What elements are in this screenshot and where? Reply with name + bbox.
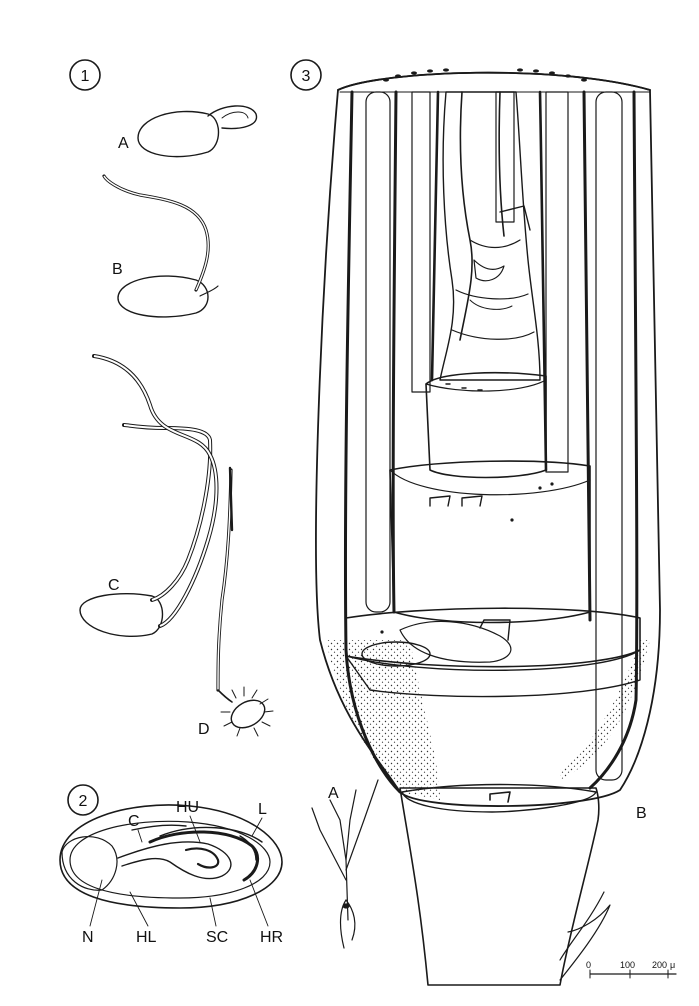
seed-label-n: N bbox=[82, 929, 94, 946]
seed-b-label: B bbox=[112, 261, 123, 278]
stem-base bbox=[400, 785, 610, 986]
seed-d-drawing bbox=[218, 468, 273, 736]
seed-b-drawing bbox=[104, 176, 218, 317]
scale-unit: μ bbox=[670, 960, 675, 970]
panel-3-cutaway: 3 bbox=[291, 60, 660, 985]
panel-1-number-badge: 1 bbox=[70, 60, 100, 90]
seed-label-c: C bbox=[128, 813, 140, 830]
seed-label-hu: HU bbox=[176, 799, 199, 816]
panel-3-number: 3 bbox=[302, 68, 311, 85]
seed-d-label: D bbox=[198, 721, 210, 738]
inner-cylinder-middle bbox=[390, 461, 590, 622]
panel-1-germination-series: 1 A B C bbox=[70, 60, 273, 738]
scale-tick-100: 100 bbox=[620, 960, 635, 970]
seed-label-sc: SC bbox=[206, 929, 228, 946]
seed-c-drawing bbox=[80, 356, 217, 636]
seed-label-hl: HL bbox=[136, 929, 157, 946]
seed-label-hr: HR bbox=[260, 929, 283, 946]
panel-3-number-badge: 3 bbox=[291, 60, 321, 90]
panel-2-number-badge: 2 bbox=[68, 785, 98, 815]
panel-2-number: 2 bbox=[79, 793, 88, 810]
seedling-a-drawing bbox=[312, 780, 378, 948]
seed-c-label: C bbox=[108, 577, 120, 594]
scale-bar: 0 100 200 μ bbox=[586, 960, 676, 978]
shoot-apex bbox=[440, 92, 540, 380]
section-b-label: B bbox=[636, 805, 647, 822]
panel-2-seed-section: 2 C HU L N HL SC HR bbox=[60, 785, 283, 946]
panel-1-number: 1 bbox=[81, 68, 90, 85]
seed-section-drawing bbox=[60, 805, 282, 908]
scale-tick-200: 200 bbox=[652, 960, 667, 970]
seedling-a-label: A bbox=[328, 785, 339, 802]
seed-a-drawing bbox=[138, 106, 257, 157]
scale-tick-0: 0 bbox=[586, 960, 591, 970]
seed-label-l: L bbox=[258, 801, 267, 818]
seed-a-label: A bbox=[118, 135, 129, 152]
